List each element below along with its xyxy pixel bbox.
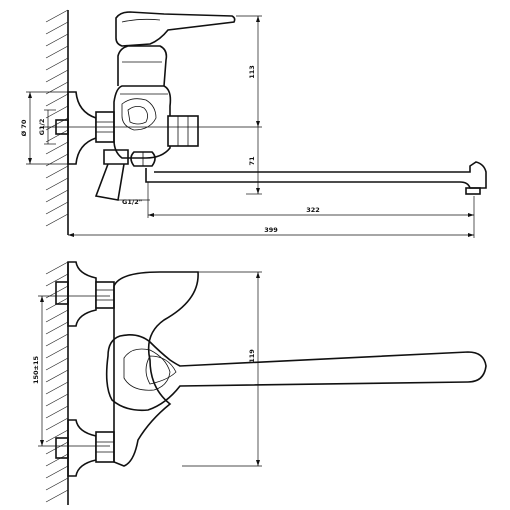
dim-113: 113 <box>236 15 262 127</box>
handle-highlight <box>121 18 161 23</box>
dim-inlet-thread: G1/2 <box>38 109 56 145</box>
dim-71-label: 71 <box>248 156 256 166</box>
dim-inlet-thread-label: G1/2 <box>38 119 46 136</box>
upper-connection <box>55 261 115 327</box>
lever-spout-front <box>105 334 487 412</box>
dim-71: 71 <box>246 127 262 195</box>
wall-flange-top <box>67 91 97 165</box>
dim-322: 322 <box>147 182 475 218</box>
faucet-body-side <box>113 85 172 159</box>
dim-399: 399 <box>68 218 475 238</box>
lever-handle-side <box>115 11 236 47</box>
dim-119: 119 <box>182 271 262 467</box>
cartridge-housing <box>117 45 168 87</box>
dim-322-label: 322 <box>306 206 320 214</box>
dim-outlet-thread: G1/2" <box>95 195 150 206</box>
dim-113-label: 113 <box>248 65 256 79</box>
dim-399-label: 399 <box>264 226 278 234</box>
spout-side <box>145 161 487 189</box>
dim-150: 150±15 <box>32 296 44 446</box>
faucet-body-front <box>113 271 199 467</box>
side-view: 113 71 322 399 <box>20 9 487 238</box>
bottom-nut <box>130 151 156 167</box>
dim-119-label: 119 <box>248 349 256 363</box>
dim-diameter-70-label: Ø 70 <box>20 119 28 136</box>
dim-diameter-70: Ø 70 <box>20 91 68 165</box>
front-view: 150±15 119 <box>32 261 487 505</box>
wall-hatch-bottom <box>45 261 69 505</box>
diverter-knob <box>167 115 199 147</box>
wall-hatch-top <box>45 9 69 235</box>
aerator-side <box>465 187 481 195</box>
dim-150-label: 150±15 <box>32 355 40 384</box>
dim-outlet-thread-label: G1/2" <box>122 198 142 206</box>
